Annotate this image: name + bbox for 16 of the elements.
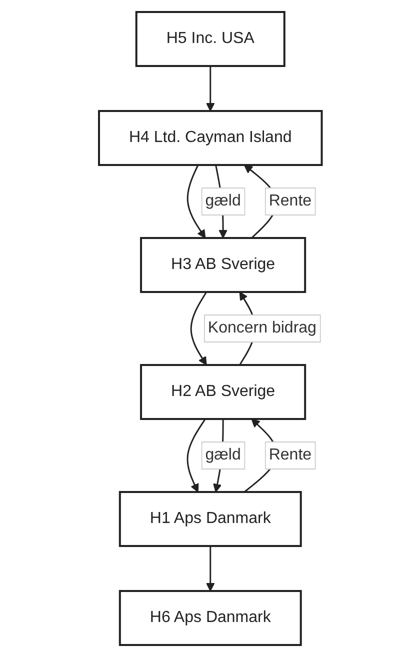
- edge-label: Koncern bidrag: [208, 319, 316, 336]
- edge-label: gæld: [204, 446, 240, 463]
- node-box: H2 AB Sverige: [140, 364, 306, 420]
- arrow: [186, 418, 206, 492]
- edge-label: Rente: [268, 192, 312, 209]
- node-box: H1 Aps Danmark: [118, 490, 302, 546]
- arrow: [186, 164, 206, 238]
- edge-label: Rente: [268, 446, 312, 463]
- arrow: [190, 291, 207, 365]
- node-box: H5 Inc. USA: [134, 10, 286, 66]
- arrow: [206, 66, 214, 111]
- node-box: H4 Ltd. Cayman Island: [98, 110, 322, 166]
- edge-label: gæld: [204, 192, 240, 209]
- node-box: H6 Aps Danmark: [118, 590, 302, 646]
- arrow: [206, 546, 214, 591]
- node-box: H3 AB Sverige: [140, 236, 306, 292]
